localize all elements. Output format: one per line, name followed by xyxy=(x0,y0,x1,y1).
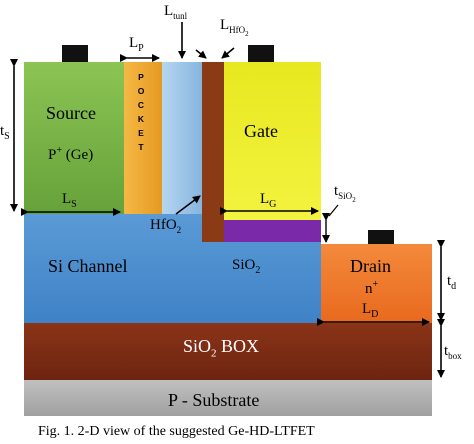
drain-contact xyxy=(368,230,394,244)
gate-region xyxy=(224,62,321,220)
gate-label: Gate xyxy=(244,121,278,141)
drain-label: Drain xyxy=(350,256,391,276)
gate-oxide xyxy=(224,220,321,242)
source-region xyxy=(24,62,124,214)
box-label: SiO2 BOX xyxy=(183,336,260,360)
lg-label: LG xyxy=(260,191,277,210)
lp-label: LP xyxy=(129,35,144,54)
ltunl-label: Ltunl xyxy=(164,3,188,21)
sio2-label: SiO2 xyxy=(232,257,261,276)
lhfo2-arrow-left xyxy=(195,49,207,59)
tsio2-label: tSiO2 xyxy=(334,183,356,204)
substrate-label: P - Substrate xyxy=(168,390,260,410)
ls-label: LS xyxy=(62,191,77,210)
tsio2-leader xyxy=(328,204,339,217)
tbox-label: tbox xyxy=(444,343,462,361)
figure-caption: Fig. 1. 2-D view of the suggested Ge-HD-… xyxy=(38,424,315,439)
source-contact xyxy=(62,45,88,62)
lhfo2-label: LHfO2 xyxy=(220,17,249,38)
substrate-region xyxy=(24,380,432,416)
ts-label: tS xyxy=(0,123,10,142)
source-doping-label: P+ (Ge) xyxy=(48,145,94,163)
pocket-label: P O C K E T xyxy=(137,72,145,152)
hfo2-layer xyxy=(202,62,224,242)
tunnel-region xyxy=(162,62,202,214)
ld-label: LD xyxy=(362,301,379,320)
hfo2-pointer xyxy=(175,195,201,215)
lhfo2-arrow-right xyxy=(221,47,235,59)
channel-label: Si Channel xyxy=(48,256,128,276)
pocket-region xyxy=(124,62,162,214)
source-label: Source xyxy=(46,103,96,123)
td-label: td xyxy=(447,273,457,292)
drain-doping-label: n+ xyxy=(365,279,379,297)
hfo2-label: HfO2 xyxy=(150,217,182,235)
box-region xyxy=(24,323,432,380)
gate-contact xyxy=(248,45,274,62)
drain-region xyxy=(321,244,432,323)
